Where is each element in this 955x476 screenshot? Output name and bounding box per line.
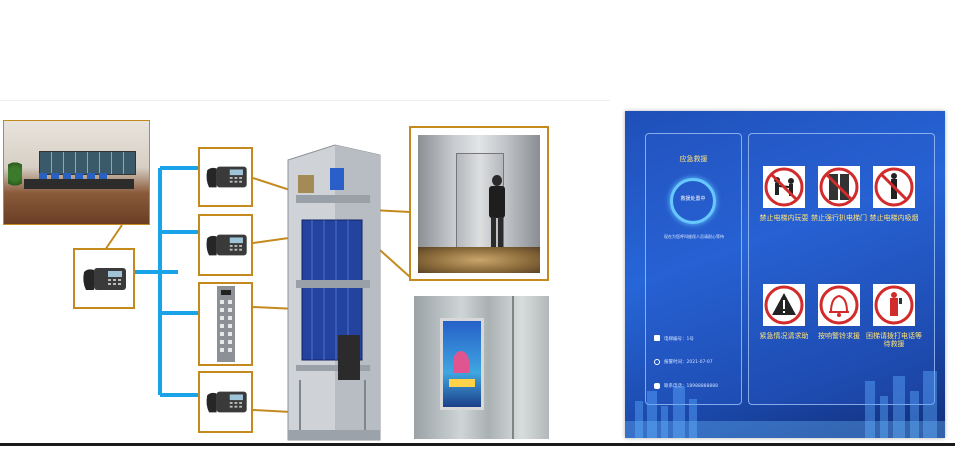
desk-phone-icon	[206, 391, 247, 413]
call-panel-box	[198, 282, 253, 366]
status-note: 现在为您呼叫维保人员请耐心等待	[664, 234, 724, 239]
passenger-figure	[486, 175, 508, 255]
sign-no-fighting	[763, 166, 805, 208]
wall-display	[440, 318, 484, 410]
elevator-shaft-illustration	[287, 144, 381, 441]
rescue-status-card: 应急救援 救援处置中 现在为您呼叫维保人员请耐心等待 电梯编号：1号 报警时间：…	[645, 133, 742, 405]
status-ring	[670, 178, 716, 224]
monitors	[39, 173, 109, 179]
rescue-title: 应急救援	[679, 155, 708, 163]
desk-phone-icon	[206, 234, 247, 256]
warning-triangle-icon	[764, 285, 804, 325]
car-interior-photo-frame	[409, 126, 549, 281]
info-row-1: 电梯编号：1号	[664, 337, 694, 342]
city-skyline-decoration	[625, 371, 945, 438]
phone-box-bottom	[198, 371, 253, 433]
sign-no-door-prying	[818, 166, 860, 208]
no-door-prying-icon	[819, 167, 859, 207]
call-panel-icon	[216, 286, 235, 362]
sign-no-smoking	[873, 166, 915, 208]
plant	[8, 159, 22, 189]
info-row-2: 报警时间：2021-07-07	[664, 360, 713, 365]
phone-box-upper	[198, 214, 253, 276]
bottom-divider-bar	[0, 443, 955, 476]
info-icon	[654, 335, 660, 341]
sign-warning	[763, 284, 805, 326]
sign-label-3: 禁止电梯内吸烟	[869, 214, 919, 222]
info-row-3: 联系电话：18988888888	[664, 384, 718, 389]
desk	[24, 179, 134, 189]
top-divider	[0, 100, 610, 101]
phone-icon	[654, 383, 660, 389]
emergency-screen: 应急救援 救援处置中 现在为您呼叫维保人员请耐心等待 电梯编号：1号 报警时间：…	[625, 111, 945, 438]
sign-label-1: 禁止电梯内玩耍	[759, 214, 809, 222]
status-text: 救援处置中	[680, 196, 706, 202]
phone-box-top	[198, 147, 253, 207]
control-room-photo	[3, 120, 150, 225]
desk-phone-icon	[206, 166, 247, 188]
sign-emergency-call	[873, 284, 915, 326]
sign-label-2: 禁止强行扒电梯门	[811, 214, 867, 222]
safety-signs-card: 禁止电梯内玩耍 禁止强行扒电梯门 禁止电梯内吸烟 紧急	[748, 133, 935, 405]
desk-phone-icon	[83, 267, 126, 290]
sign-label-6: 困梯请拨打电话等待救援	[866, 332, 922, 348]
clock-icon	[654, 359, 660, 365]
sign-alarm-bell	[818, 284, 860, 326]
central-phone-box	[73, 248, 135, 309]
no-smoking-icon	[874, 167, 914, 207]
door-gap	[512, 296, 514, 439]
alarm-bell-icon	[819, 285, 859, 325]
car-interior-photo	[418, 135, 540, 273]
landing-screen-photo	[414, 296, 549, 439]
floor-mat	[418, 247, 540, 273]
video-wall	[39, 151, 136, 175]
emergency-call-icon	[874, 285, 914, 325]
no-fighting-icon	[764, 167, 804, 207]
sign-label-5: 按响警铃求援	[818, 332, 860, 340]
sign-label-4: 紧急情况请求助	[759, 332, 809, 340]
